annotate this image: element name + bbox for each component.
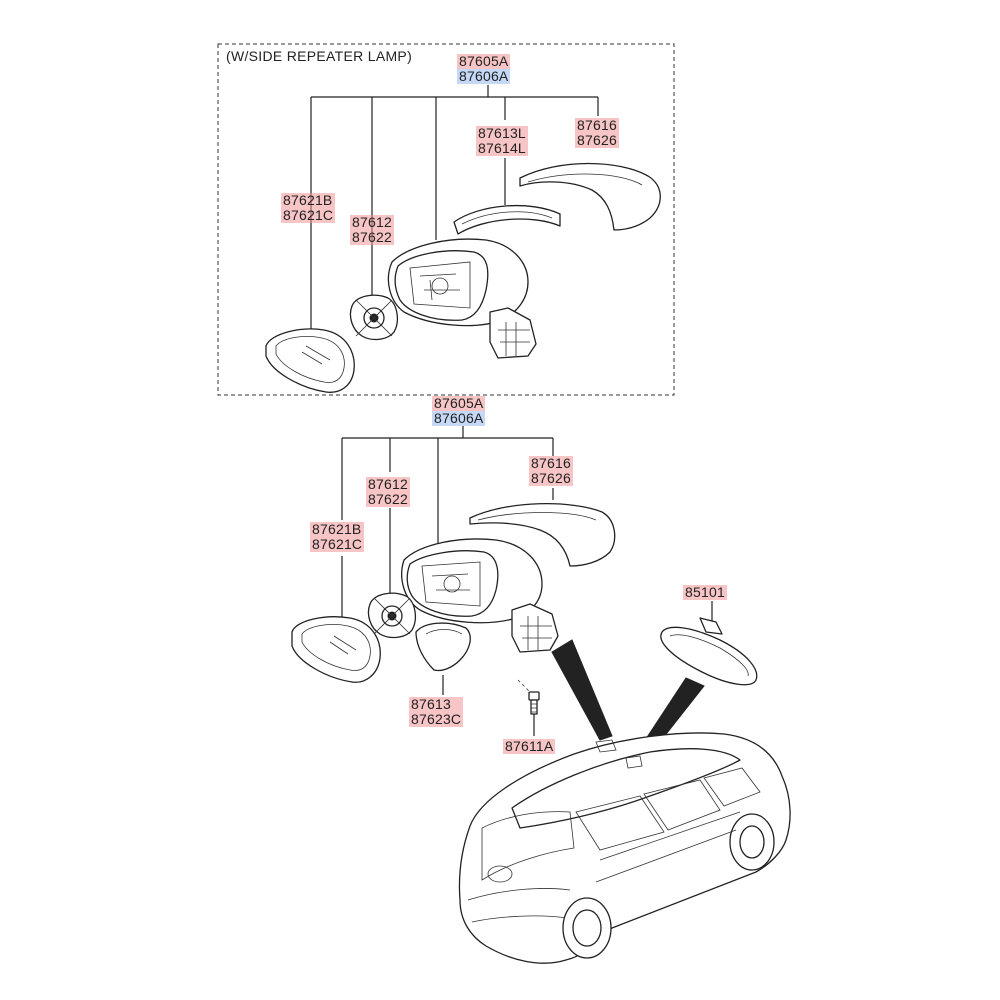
top-actuator-part-1: 87612 <box>350 214 394 230</box>
bottom-actuator-part-1: 87612 <box>366 476 410 492</box>
top-actuator-part-2: 87622 <box>350 229 394 245</box>
top-scalp-cover-part <box>519 162 661 231</box>
top-actuator-label: 87612 87622 <box>350 215 394 245</box>
top-scalp-cover-part-2: 87626 <box>575 132 619 148</box>
box-title: (W/SIDE REPEATER LAMP) <box>226 48 413 64</box>
top-actuator-part <box>349 294 399 341</box>
top-mirror-glass-part-2: 87621C <box>281 207 336 223</box>
bottom-mirror-glass-part <box>291 616 381 683</box>
bottom-mirror-glass-part-2: 87621C <box>310 536 365 552</box>
bolt-part-number: 87611A <box>503 738 556 754</box>
bottom-actuator-label: 87612 87622 <box>366 477 410 507</box>
outside-mirror-pointer <box>551 639 613 741</box>
bottom-cover-part-2: 87623C <box>409 711 464 727</box>
bolt-label: 87611A <box>503 738 556 754</box>
top-assembly-part-1: 87605A <box>457 53 511 69</box>
bottom-assembly-label: 87605A 87606A <box>432 395 486 426</box>
top-mirror-glass-part-1: 87621B <box>281 193 336 208</box>
top-repeater-lamp-part-1: 87613L <box>476 125 528 141</box>
bottom-assembly-part-1: 87605A <box>432 395 486 411</box>
bottom-leader-lines <box>341 426 713 736</box>
top-mirror-glass-part <box>265 328 355 393</box>
bottom-scalp-cover-label: 87616 87626 <box>529 456 573 486</box>
car-illustration <box>458 732 791 964</box>
top-mirror-housing-part <box>387 238 537 359</box>
bottom-actuator-part <box>367 592 417 639</box>
bottom-mirror-glass-part-1: 87621B <box>310 522 365 537</box>
bottom-cover-part <box>415 622 471 672</box>
bottom-scalp-cover-part <box>469 503 616 567</box>
bolt-part <box>528 691 540 715</box>
bottom-scalp-cover-part-1: 87616 <box>529 455 573 471</box>
bottom-assembly-part-2: 87606A <box>432 410 486 426</box>
bottom-mirror-glass-label: 87621B 87621C <box>310 522 365 552</box>
inside-mirror-part <box>660 617 758 686</box>
top-scalp-cover-label: 87616 87626 <box>575 118 619 148</box>
bottom-scalp-cover-part-2: 87626 <box>529 470 573 486</box>
top-repeater-lamp-part <box>453 205 561 235</box>
bottom-cover-part-1: 87613 <box>409 697 464 712</box>
top-mirror-glass-label: 87621B 87621C <box>281 193 336 223</box>
top-repeater-lamp-label: 87613L 87614L <box>476 126 528 156</box>
bottom-cover-label: 87613 87623C <box>409 697 464 727</box>
top-assembly-part-2: 87606A <box>457 68 511 84</box>
bottom-actuator-part-2: 87622 <box>366 491 410 507</box>
top-assembly-label: 87605A 87606A <box>457 53 511 84</box>
top-repeater-lamp-part-2: 87614L <box>476 140 528 156</box>
bottom-mirror-housing-part <box>401 538 559 653</box>
top-scalp-cover-part-1: 87616 <box>575 117 619 133</box>
side-repeater-group-box <box>217 43 675 396</box>
inside-mirror-label: 85101 <box>683 585 727 600</box>
inside-mirror-part-number: 85101 <box>683 584 727 600</box>
